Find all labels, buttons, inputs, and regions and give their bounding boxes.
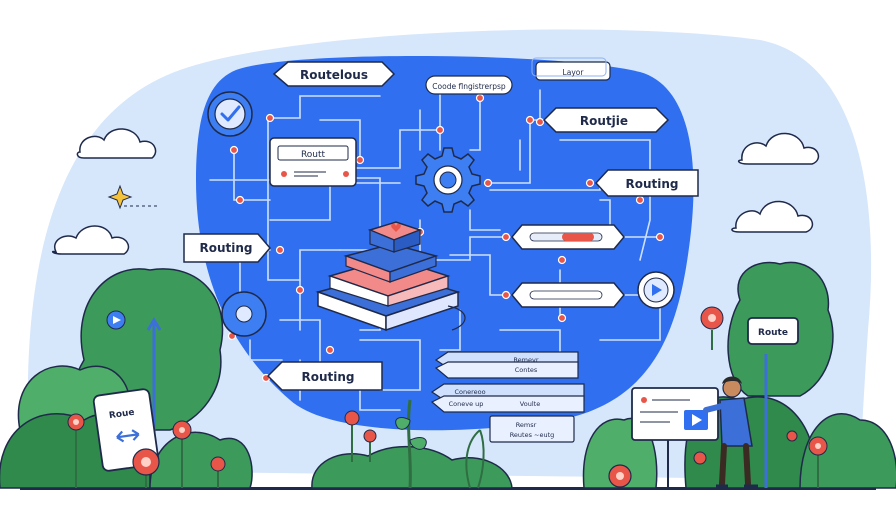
video-easel [631,387,719,488]
code-tag: Coode flngistrerpsp [425,75,513,95]
cloud-icon [731,200,814,233]
routing-left-text: Routing [199,241,252,255]
flower-icon [172,420,192,488]
routing-bottom-label: Routing [266,361,383,391]
center-bush [311,399,513,489]
flower-icon [808,436,828,488]
route-board: Remevr Contes Conereoo Coneve up Voulte … [430,351,585,443]
layer-tag: Layor [531,57,611,81]
connector-lines [209,89,661,411]
route-sign: Route [747,317,799,345]
toggle-icon [221,291,267,337]
connector-nodes [227,93,665,383]
sparkle-icon [107,184,133,210]
flower-icon [210,456,226,488]
board-line-3: Conereoo [454,388,485,396]
board-line-7: Reutes ~eutg [510,431,555,439]
routt-card: Routt [269,137,357,187]
routjie-label: Routjie [542,107,670,133]
code-tag-text: Coode flngistrerpsp [432,82,506,91]
board-line-6: Remsr [516,421,537,429]
flower-icon [693,430,798,465]
flower-icon [67,413,85,488]
flower-icon [700,306,724,350]
person-figure [703,376,758,488]
play-icon [637,271,675,309]
board-line-1: Remevr [513,356,538,364]
cloud-icon [51,225,130,255]
routing-right-label: Routing [594,169,699,197]
slider-bar-bottom [511,282,625,308]
flower-icon [608,464,632,488]
cloud-icon [76,128,157,159]
slider-bar-top [511,224,625,250]
routing-right-text: Routing [625,177,678,191]
routjie-text: Routjie [580,114,628,128]
server-stack-icon [315,221,466,332]
board-line-5: Voulte [520,400,540,408]
board-line-4: Coneve up [449,400,484,408]
routt-text: Routt [301,150,326,160]
routing-bottom-text: Routing [301,370,354,384]
routing-left-label: Routing [183,233,271,263]
board-line-2: Contes [515,366,538,374]
phone-label: Roue [108,408,135,421]
gear-icon [415,147,481,213]
cloud-icon [737,132,820,165]
route-sign-text: Route [758,328,788,338]
flower-icon [132,448,160,488]
routelous-label: Routelous [272,61,396,87]
routelous-text: Routelous [300,68,368,82]
layer-tag-text: Layor [563,68,585,77]
check-icon [207,91,253,137]
